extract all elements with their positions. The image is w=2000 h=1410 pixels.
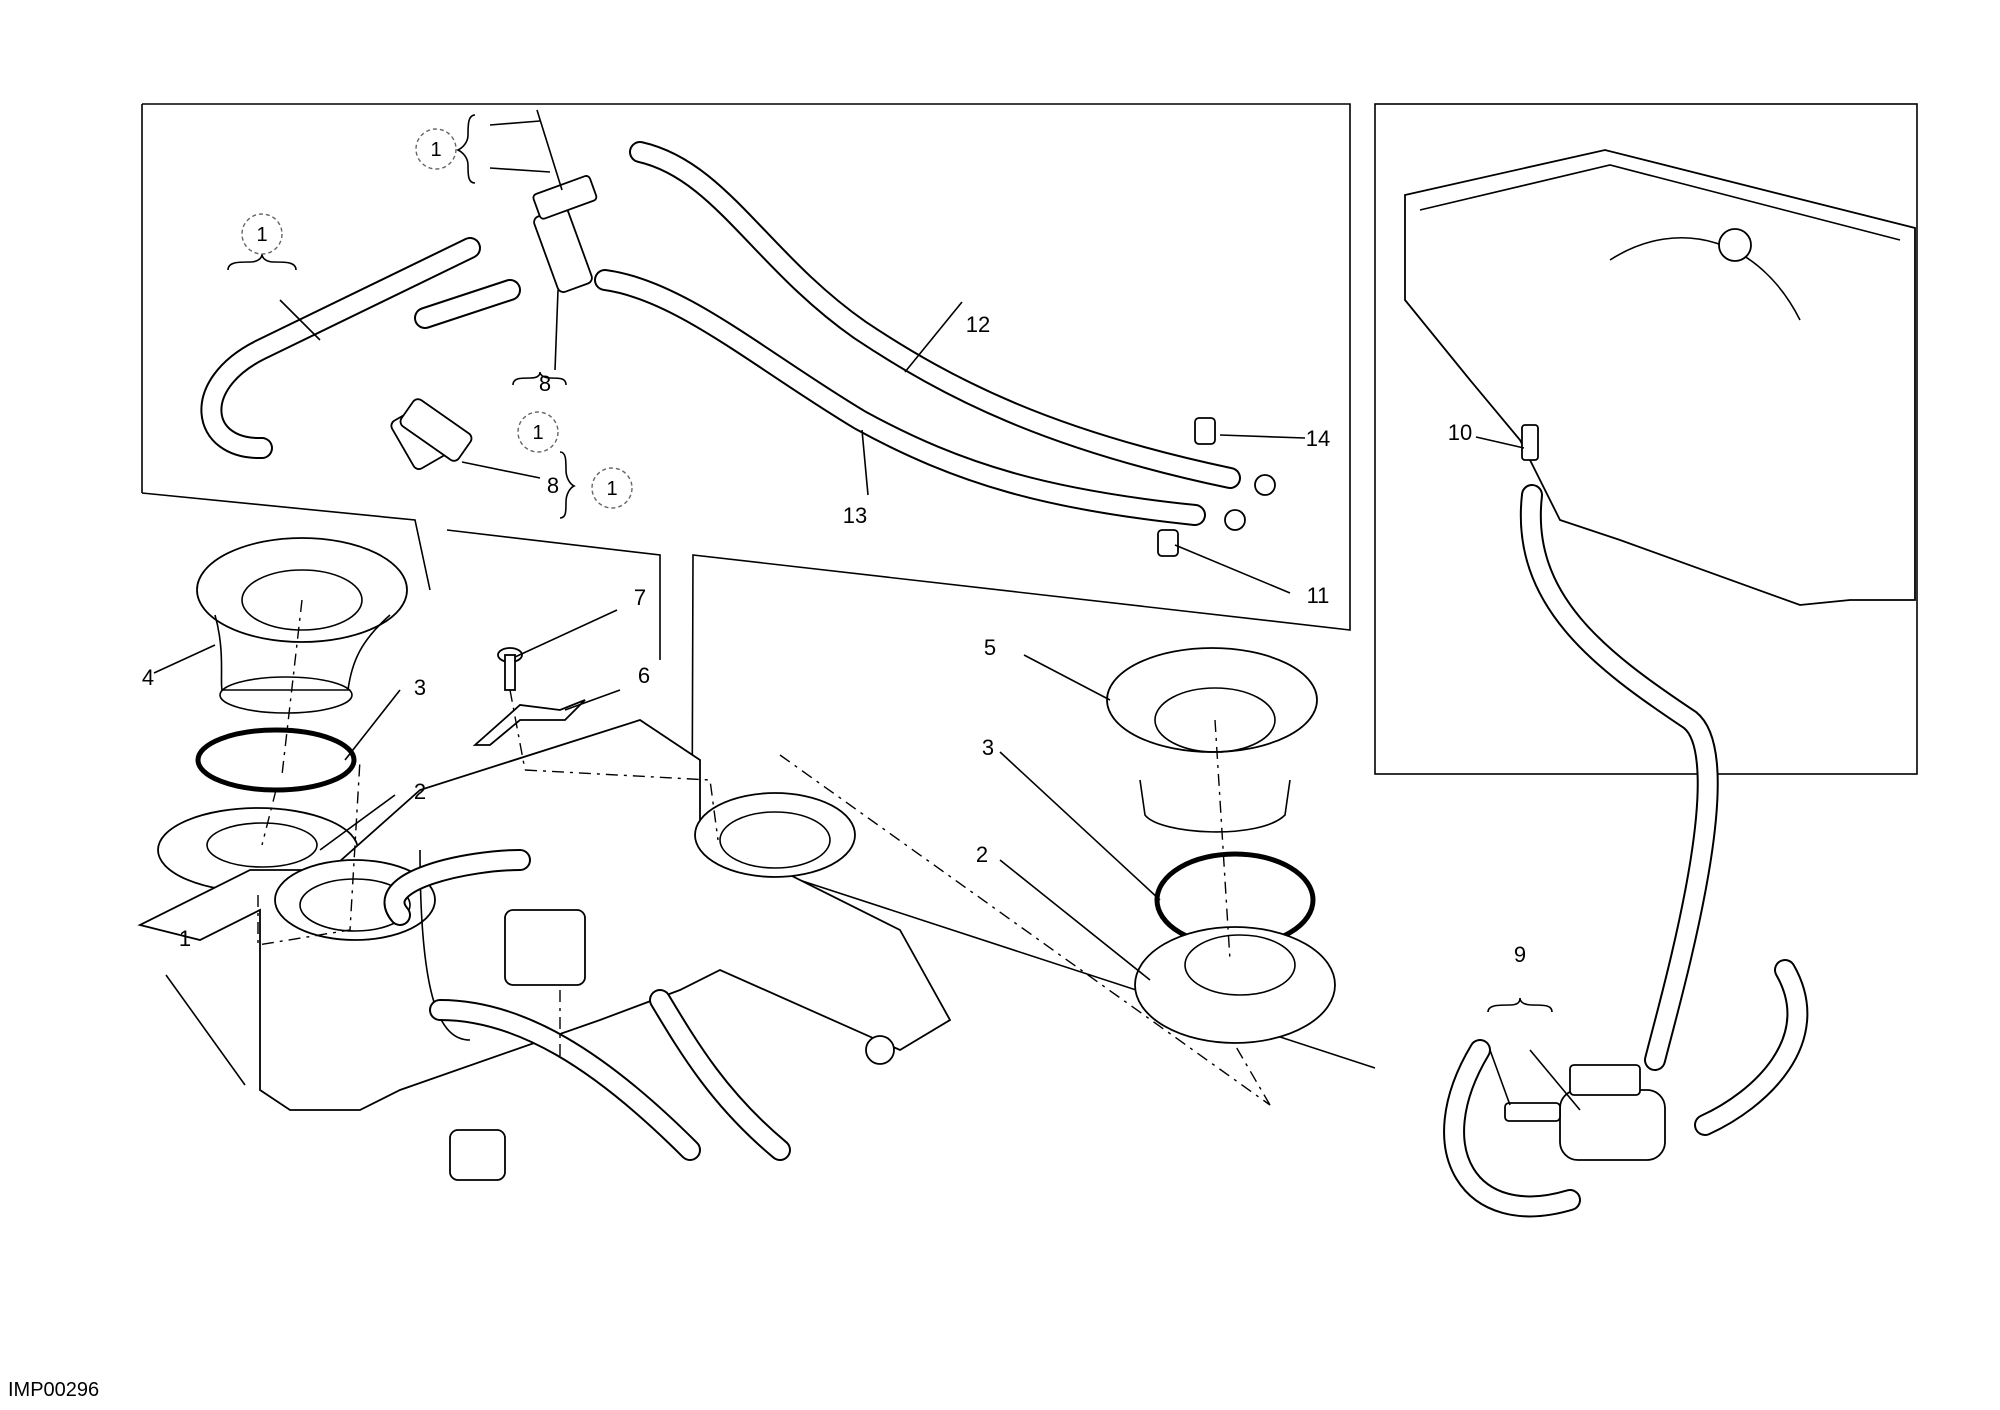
callout-10: 10: [1448, 420, 1472, 445]
callout-9: 9: [1514, 942, 1526, 967]
detail-ref-circle: 1: [517, 411, 559, 453]
brace-icon: [456, 114, 476, 184]
fuel-hose-12: [629, 141, 1241, 489]
fuel-hose-13: [594, 269, 1206, 526]
callout-6: 6: [638, 663, 650, 688]
callout-7: 7: [634, 585, 646, 610]
callout-8-upper: 8: [539, 371, 551, 396]
intake-bell-4: [196, 537, 408, 714]
svg-text:1: 1: [532, 422, 543, 444]
injector-lower: [279, 299, 473, 470]
brace-icon: [227, 253, 297, 271]
fuel-rail-hose: [200, 237, 521, 460]
airbox-detail-frame: [1374, 103, 1918, 775]
hose-end-14: [1194, 417, 1216, 445]
callout-3-left: 3: [414, 675, 426, 700]
svg-text:1: 1: [606, 478, 617, 500]
hose-clamp-icon: [1224, 509, 1246, 531]
fitting-10: [1521, 424, 1539, 461]
diagram-reference-code: IMP00296: [8, 1379, 99, 1401]
gasket-2-right: [1134, 926, 1336, 1044]
svg-text:1: 1: [256, 224, 267, 246]
intake-bell-5: [1106, 647, 1318, 833]
brace-icon: [512, 371, 567, 386]
callout-2-right: 2: [976, 842, 988, 867]
detail-ref-circle: 1: [591, 467, 633, 509]
screw-7: [497, 647, 523, 691]
hose-clamp-icon: [1254, 474, 1276, 496]
callout-12: 12: [966, 312, 990, 337]
callout-14: 14: [1306, 426, 1330, 451]
callout-8-lower: 8: [547, 473, 559, 498]
brace-icon: [559, 451, 576, 519]
hose-end-11: [1157, 529, 1179, 557]
callout-4: 4: [142, 665, 154, 690]
detail-ref-circle: 1: [415, 128, 457, 170]
o-ring-3-left: [195, 727, 357, 793]
airbox: [1404, 149, 1916, 606]
callout-13: 13: [843, 503, 867, 528]
callout-1: 1: [179, 926, 191, 951]
callout-3-right: 3: [982, 735, 994, 760]
vent-hose: [1443, 484, 1809, 1218]
valve-9: [1504, 1064, 1666, 1161]
svg-text:1: 1: [430, 139, 441, 161]
throttle-body-1: [137, 719, 952, 1181]
callout-5: 5: [984, 635, 996, 660]
bracket-6: [472, 699, 586, 746]
brace-icon: [1487, 997, 1553, 1013]
callout-11: 11: [1307, 583, 1330, 608]
callout-2-left: 2: [414, 779, 426, 804]
detail-ref-circle: 1: [241, 213, 283, 255]
injector-upper: [532, 109, 598, 293]
